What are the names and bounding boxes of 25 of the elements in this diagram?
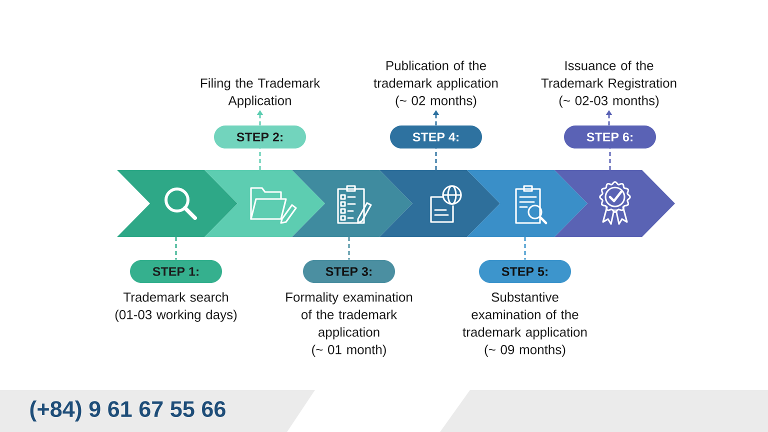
step-pill: STEP 1: (130, 260, 222, 283)
process-segment (554, 170, 675, 237)
connector-line (435, 148, 437, 170)
description-text: Publication of the trademark application (~ 02 months) (374, 60, 498, 108)
description-text: Trademark search (01-03 working days) (115, 292, 237, 322)
connector-line (259, 148, 261, 170)
process-segment (380, 170, 500, 237)
process-segment (467, 170, 588, 237)
description-text: Formality examination of the trademark application (~ 01 month) (286, 292, 412, 357)
connector-line (524, 237, 526, 260)
step-pill: STEP 2: (214, 126, 306, 148)
description-text: Issuance of the Trademark Registration (~ 02-03 months) (541, 60, 676, 108)
step-pill: STEP 3: (303, 260, 395, 283)
connector-line (175, 237, 177, 260)
process-segment (204, 170, 325, 237)
connector-line (348, 237, 350, 260)
process-segment (292, 170, 412, 237)
description-text: Substantive examination of the trademark application (~ 09 months) (462, 292, 587, 357)
connector-line (609, 148, 611, 170)
phone-number: (+84) 9 61 67 55 66 (30, 400, 226, 422)
process-segment (117, 170, 238, 237)
step-pill: STEP 5: (479, 260, 571, 283)
step-pill: STEP 4: (390, 126, 482, 148)
description-text: Filing the Trademark Application (200, 78, 320, 108)
step-pill: STEP 6: (564, 126, 656, 148)
